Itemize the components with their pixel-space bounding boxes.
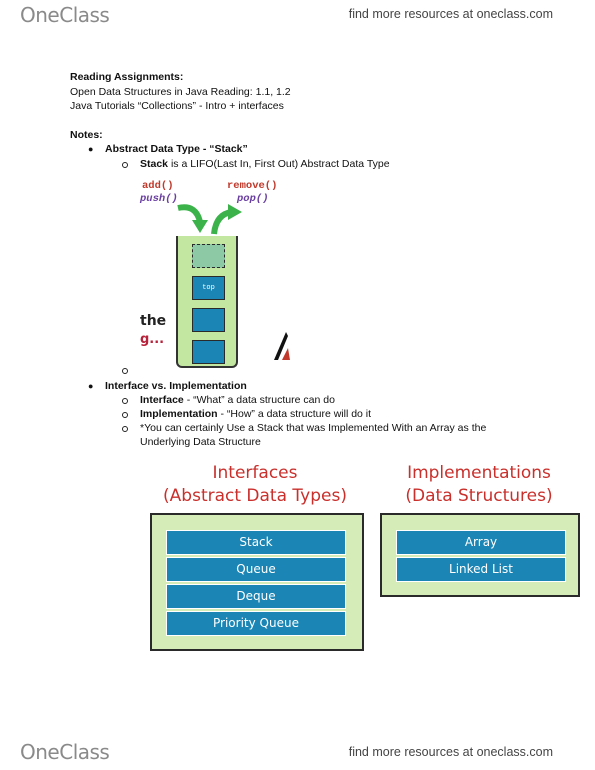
stack-slot-top: top: [192, 276, 225, 300]
implementation-linked-list: Linked List: [396, 557, 566, 582]
implementations-title-line-2: (Data Structures): [405, 486, 553, 506]
bullet-dot: ●: [88, 144, 94, 154]
interfaces-title-line-2: (Abstract Data Types): [163, 486, 347, 506]
push-pop-arrows-icon: [177, 204, 242, 235]
interfaces-title-line-1: Interfaces: [212, 463, 298, 483]
stack-slot-empty: [192, 244, 225, 268]
stack-slot: [192, 340, 225, 364]
logo-text: OneClass: [20, 3, 110, 27]
push-method: push(): [140, 193, 178, 205]
oneclass-logo[interactable]: OneClass: [20, 3, 110, 27]
interface-term: Interface: [140, 394, 184, 406]
implementations-title: Implementations (Data Structures): [380, 462, 578, 508]
interfaces-title: Interfaces (Abstract Data Types): [150, 462, 360, 508]
interface-desc: - “What” a data structure can do: [183, 394, 335, 406]
sub-bullet-circle: [122, 412, 128, 418]
sub-bullet-circle: [122, 162, 128, 168]
stack-definition: Stack is a LIFO(Last In, First Out) Abst…: [140, 158, 390, 171]
implementations-title-line-1: Implementations: [407, 463, 551, 483]
implementation-desc: - “How” a data structure will do it: [217, 408, 372, 420]
remove-method: remove(): [227, 180, 278, 192]
interface-definition: Interface - “What” a data structure can …: [140, 394, 335, 407]
interfaces-box: Stack Queue Deque Priority Queue: [150, 513, 364, 651]
note-line-2: Underlying Data Structure: [140, 436, 261, 448]
stack-term: Stack: [140, 158, 169, 170]
notes-heading: Notes:: [70, 129, 103, 141]
reading-heading: Reading Assignments:: [70, 71, 184, 83]
reading-line-2: Java Tutorials “Collections” - Intro + i…: [70, 100, 284, 112]
sub-bullet-circle: [122, 368, 128, 374]
sub-bullet-circle: [122, 426, 128, 432]
sub-bullet-circle: [122, 398, 128, 404]
partial-text-the: the: [140, 313, 167, 329]
partial-logo-shape-icon: [274, 332, 290, 360]
iface-bullet: Interface vs. Implementation: [105, 380, 247, 392]
implementation-term: Implementation: [140, 408, 218, 420]
interface-stack: Stack: [166, 530, 346, 555]
pop-method: pop(): [237, 193, 269, 205]
implementation-array: Array: [396, 530, 566, 555]
reading-line-1: Open Data Structures in Java Reading: 1.…: [70, 86, 291, 98]
interface-priority-queue: Priority Queue: [166, 611, 346, 636]
header-tagline[interactable]: find more resources at oneclass.com: [348, 7, 553, 21]
oneclass-logo-footer[interactable]: OneClass: [20, 740, 110, 764]
implementations-box: Array Linked List: [380, 513, 580, 597]
stack-slot: [192, 308, 225, 332]
top-label: top: [202, 284, 215, 292]
implementation-definition: Implementation - “How” a data structure …: [140, 408, 371, 421]
logo-text-footer: OneClass: [20, 740, 110, 764]
footer-tagline[interactable]: find more resources at oneclass.com: [348, 745, 553, 759]
interface-queue: Queue: [166, 557, 346, 582]
partial-text-g: g...: [140, 332, 165, 347]
interface-deque: Deque: [166, 584, 346, 609]
note-line-1: *You can certainly Use a Stack that was …: [140, 422, 487, 434]
adt-bullet: Abstract Data Type - “Stack”: [105, 143, 248, 155]
add-method: add(): [142, 180, 174, 192]
bullet-dot: ●: [88, 381, 94, 391]
stack-desc: is a LIFO(Last In, First Out) Abstract D…: [168, 158, 390, 170]
